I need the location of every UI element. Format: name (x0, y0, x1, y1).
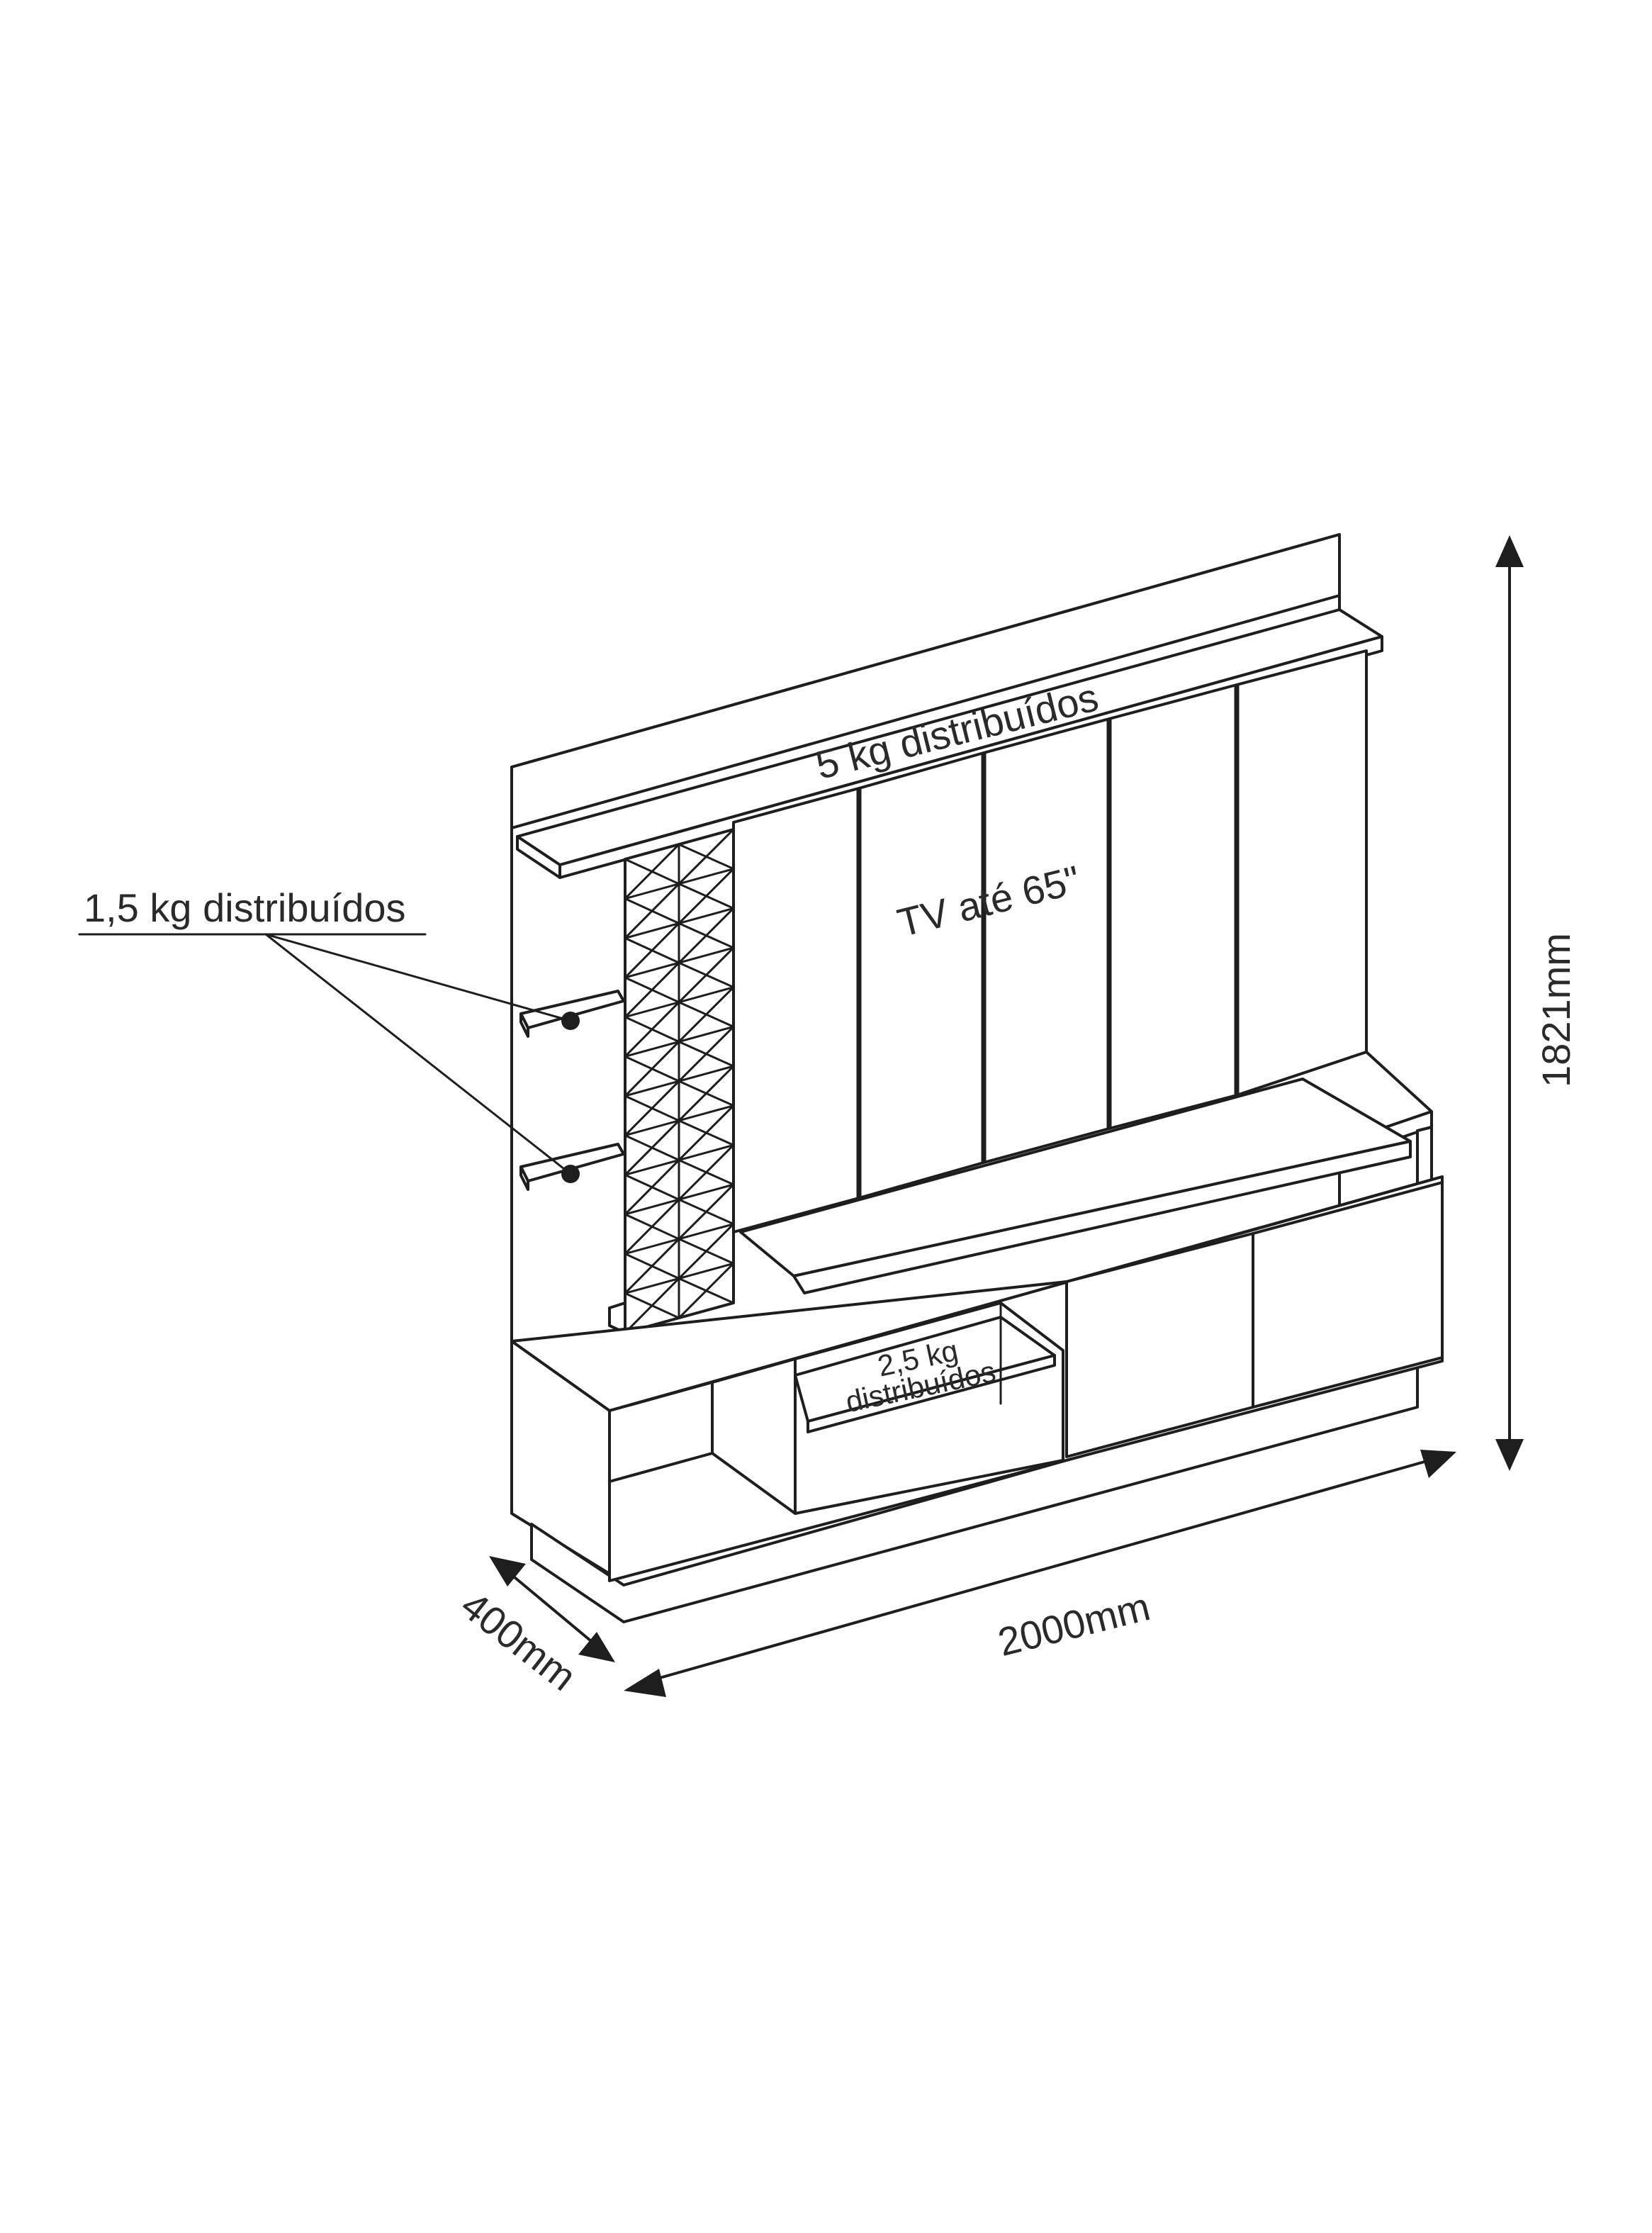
side-shelves-load-label: 1,5 kg distribuídos (84, 885, 405, 930)
height-arrow-top (1495, 535, 1524, 567)
wine-rack-cross (624, 1198, 680, 1255)
wine-rack-cross (678, 946, 735, 1004)
wine-rack-cross (678, 907, 735, 964)
tv-shelf-edge (792, 1140, 1412, 1294)
wine-rack-cross (678, 1223, 735, 1280)
depth-arrow-bottom (578, 1632, 615, 1662)
tv-slat (982, 717, 1111, 1164)
wine-rack-cross (624, 1119, 680, 1176)
right-side-panel (1416, 1126, 1433, 1189)
header-face (510, 533, 1341, 829)
wine-rack-cross (624, 961, 680, 1019)
leader-line-lower (264, 933, 572, 1175)
depth-dimension-line (509, 1572, 597, 1646)
leader-line-upper (264, 933, 572, 1022)
middle-shelf-edge (807, 1354, 1056, 1433)
wine-rack-cross (624, 1001, 680, 1058)
tv-slat (732, 787, 860, 1233)
wine-rack-cross (624, 843, 680, 900)
height-arrow-bottom (1495, 1439, 1524, 1471)
wine-rack-cross (678, 1183, 735, 1241)
tv-panel-slats (732, 649, 1368, 1233)
width-dimension (624, 1450, 1456, 1697)
side-shelf-upper-front (519, 1012, 529, 1038)
tv-slat (858, 751, 985, 1199)
side-shelf-lower-front (519, 1165, 529, 1191)
wine-rack-cross (678, 1104, 735, 1161)
width-dimension-label: 2000mm (994, 1584, 1154, 1664)
leader-dot-lower (561, 1165, 580, 1183)
width-arrow-right (1420, 1450, 1456, 1478)
leader-dot-upper (561, 1012, 580, 1030)
wine-rack-cross (678, 1143, 735, 1201)
wine-rack-cross (624, 883, 680, 939)
wine-rack-cross (678, 868, 735, 924)
wine-rack-cross (678, 1065, 735, 1122)
wine-rack-cross (678, 1025, 735, 1082)
wine-rack-cross (678, 986, 735, 1043)
wine-rack-cross (624, 1158, 680, 1216)
height-dimension (1495, 535, 1524, 1471)
wine-rack-cross (624, 1040, 680, 1097)
wine-rack-cross (678, 828, 735, 885)
depth-dimension-label: 400mm (453, 1582, 585, 1699)
tv-slat (1235, 649, 1368, 1097)
depth-dimension (489, 1556, 615, 1662)
wine-rack-cross (624, 1238, 680, 1294)
wine-rack-cross (678, 1262, 735, 1319)
width-dimension-line (651, 1460, 1425, 1681)
wine-rack (608, 828, 735, 1334)
tv-slat (1108, 683, 1238, 1130)
depth-arrow-top (489, 1556, 526, 1586)
width-arrow-left (624, 1669, 666, 1697)
wine-rack-rows (624, 828, 735, 1334)
wine-rack-cross (624, 1080, 680, 1137)
cabinet-door-right (1252, 1181, 1444, 1409)
wine-rack-cross (624, 922, 680, 979)
height-dimension-label: 1821mm (1534, 933, 1578, 1087)
wine-rack-cross (624, 1277, 680, 1334)
